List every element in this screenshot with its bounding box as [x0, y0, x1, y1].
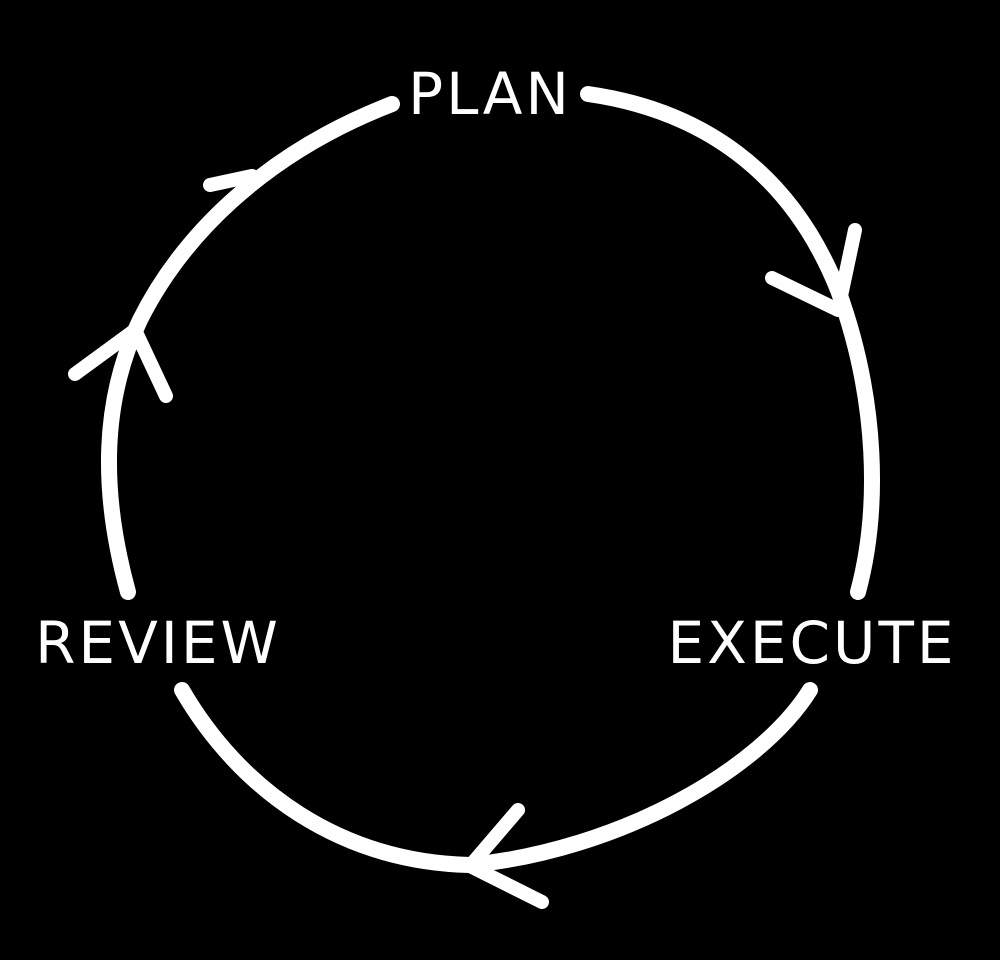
arc-review-to-plan [101, 96, 400, 600]
stage-label-execute: EXECUTE [667, 609, 956, 677]
arc-plan-to-execute [580, 86, 880, 600]
arrowhead-right [765, 223, 862, 317]
stage-label-plan: PLAN [408, 60, 572, 128]
arrowhead-bottom [463, 803, 549, 909]
arrowhead-left-upper [203, 169, 259, 192]
arrowhead-left-lower [68, 323, 173, 403]
stage-label-review: REVIEW [35, 609, 281, 677]
